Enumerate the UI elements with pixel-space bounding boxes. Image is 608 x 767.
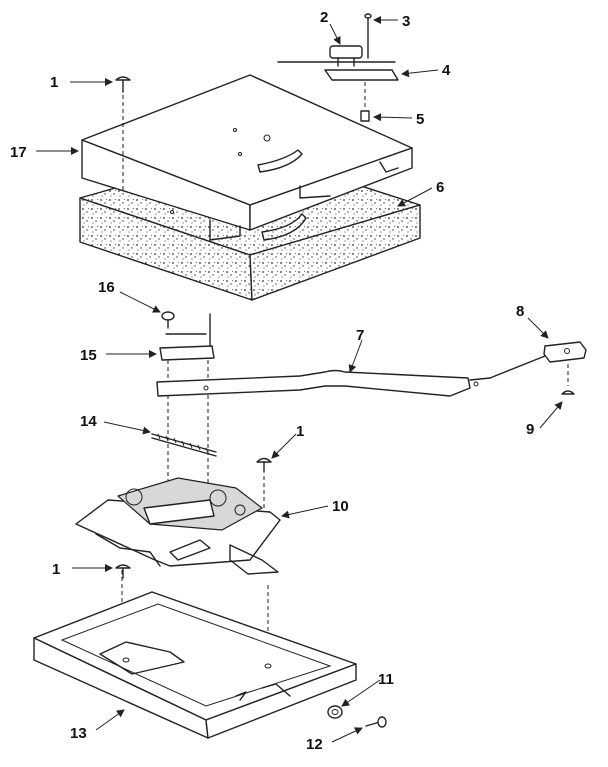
- callout-5: 5: [416, 111, 424, 128]
- nut-screw-parts-11-12: [327, 705, 387, 728]
- leader-lines: [36, 16, 563, 743]
- callout-14: 14: [80, 413, 97, 430]
- callout-4: 4: [442, 62, 451, 79]
- callout-9: 9: [526, 421, 534, 438]
- callout-15: 15: [80, 347, 97, 364]
- callout-3: 3: [402, 13, 410, 30]
- bracket-assembly-parts-2-5: [277, 13, 399, 122]
- callout-13: 13: [70, 725, 87, 742]
- screw-part-1-bottom: [115, 564, 131, 579]
- callout-1-middle: 1: [296, 423, 304, 440]
- cover-housing-part-17: [81, 74, 413, 241]
- callout-12: 12: [306, 736, 323, 753]
- callout-11: 11: [378, 671, 394, 688]
- lever-arm-part-7: [156, 355, 546, 397]
- callout-17: 17: [10, 144, 27, 161]
- bracket-part-15-16: [159, 311, 215, 500]
- callout-1-top: 1: [50, 74, 58, 91]
- screw-part-1-middle: [256, 457, 272, 525]
- screw-part-1-top: [115, 76, 131, 190]
- callout-8: 8: [516, 303, 524, 320]
- callout-7: 7: [356, 327, 364, 344]
- callout-1-bottom: 1: [52, 561, 60, 578]
- callout-16: 16: [98, 279, 115, 296]
- spring-part-14: [151, 433, 217, 457]
- callout-6: 6: [436, 179, 444, 196]
- mechanism-part-10: [75, 477, 281, 664]
- callout-2: 2: [320, 9, 328, 26]
- knob-part-8: [543, 341, 587, 395]
- base-tray-part-13: [33, 591, 357, 739]
- callout-10: 10: [332, 498, 349, 515]
